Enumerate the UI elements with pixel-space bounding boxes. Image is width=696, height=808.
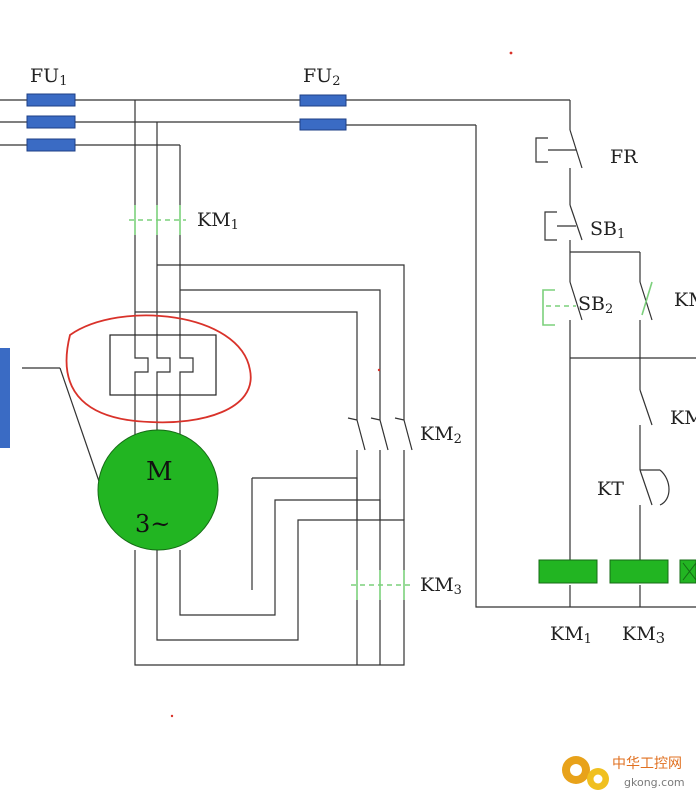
km3-contacts: [351, 570, 410, 600]
km-right-mid-label: KM: [670, 407, 696, 429]
sb2-button-symbol: [542, 289, 555, 326]
km-right-top-contact: [641, 281, 653, 316]
coil-km1-label: KM1: [550, 623, 592, 647]
motor: M 3~: [97, 429, 219, 551]
kt-timer-contact: [640, 469, 670, 506]
coil-km1: [538, 559, 598, 584]
sb1-label: SB1: [590, 218, 625, 242]
sb2-label: SB2: [578, 293, 613, 317]
sb1-button-symbol: [544, 211, 576, 241]
fuse-fu1: [26, 93, 76, 152]
km3-label: KM3: [420, 574, 462, 598]
red-mark: [170, 714, 174, 718]
control-circuit: [569, 100, 696, 607]
coil-right: [679, 559, 696, 584]
fu1-label: FU1: [30, 65, 67, 89]
thermal-relay: [109, 334, 217, 440]
coils: [538, 559, 696, 584]
watermark-cn: 中华工控网: [612, 756, 682, 772]
fr-label: FR: [610, 146, 638, 168]
supply-lines: [0, 99, 570, 146]
km-right-top-label: KM: [674, 289, 696, 311]
kt-label: KT: [597, 478, 624, 500]
trunk-lines: [134, 100, 181, 335]
km2-label: KM2: [420, 423, 462, 447]
side-diagonal: [59, 367, 103, 491]
side-component: [0, 348, 10, 448]
fuse-fu2: [299, 94, 347, 131]
km1-main-contacts: [129, 205, 186, 235]
branch-wires: [135, 125, 696, 608]
motor-phase-label: 3~: [135, 510, 170, 538]
km2-contacts: [347, 417, 413, 520]
fr-contact-symbol: [535, 137, 576, 163]
coil-km3: [609, 559, 669, 584]
watermark-logo: 中华工控网 gkong.com: [562, 756, 685, 790]
motor-m-label: M: [146, 457, 173, 487]
km1-label: KM1: [197, 209, 239, 233]
watermark-url: gkong.com: [624, 776, 685, 789]
red-mark: [377, 368, 381, 372]
fu2-label: FU2: [303, 65, 340, 89]
highlight-circle: [65, 314, 252, 424]
coil-km3-label: KM3: [622, 623, 665, 647]
red-mark: [509, 51, 513, 55]
